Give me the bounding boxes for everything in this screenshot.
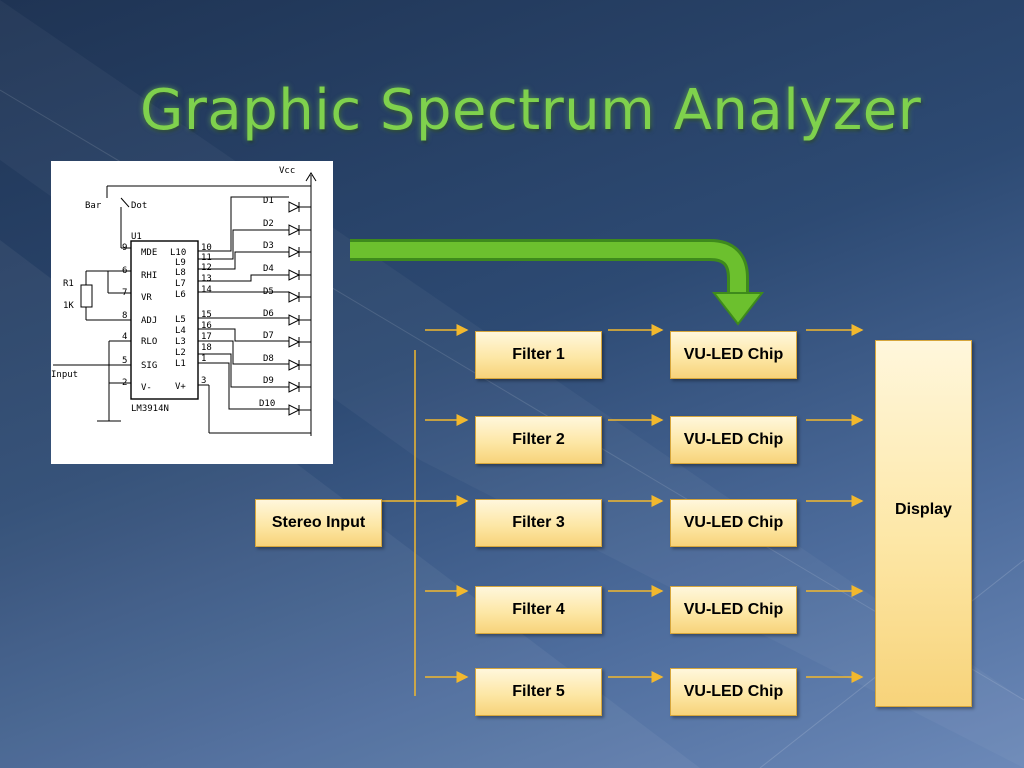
filter-box: Filter 4 [475, 586, 602, 634]
pin-name: L8 [175, 268, 186, 278]
diode-label: D2 [263, 219, 274, 229]
pin-num: 9 [122, 243, 127, 253]
diode-label: D9 [263, 376, 274, 386]
pin-name: L3 [175, 337, 186, 347]
pin-name: L1 [175, 359, 186, 369]
slide-title: Graphic Spectrum Analyzer [140, 78, 922, 143]
pin-num: 8 [122, 311, 127, 321]
pin-name: V+ [175, 382, 186, 392]
pin-name: VR [141, 293, 152, 303]
green-pointer-arrow [350, 239, 765, 326]
diode-label: D1 [263, 196, 274, 206]
pin-num: 5 [122, 356, 127, 366]
filter-box: Filter 3 [475, 499, 602, 547]
filter-box: Filter 5 [475, 668, 602, 716]
pin-name: ADJ [141, 316, 157, 326]
pin-num: 11 [201, 253, 212, 263]
pin-num: 10 [201, 243, 212, 253]
diode-label: D10 [259, 399, 275, 409]
pin-num: 16 [201, 321, 212, 331]
vu-led-chip-box: VU-LED Chip [670, 499, 797, 547]
pin-name: L6 [175, 290, 186, 300]
pin-num: 1 [201, 354, 206, 364]
pin-num: 7 [122, 288, 127, 298]
pin-num: 15 [201, 310, 212, 320]
pin-name: L9 [175, 258, 186, 268]
stereo-input-box: Stereo Input [255, 499, 382, 547]
pin-num: 14 [201, 285, 212, 295]
diode-label: D7 [263, 331, 274, 341]
vu-led-chip-box: VU-LED Chip [670, 668, 797, 716]
pin-num: 18 [201, 343, 212, 353]
pin-name: L2 [175, 348, 186, 358]
display-box: Display [875, 340, 972, 707]
diode-label: D4 [263, 264, 274, 274]
lm3914-schematic: Vcc Bar Dot U1 R1 1K Input LM3914N 9 MDE… [51, 161, 333, 464]
pin-num: 6 [122, 266, 127, 276]
u1-label: U1 [131, 232, 142, 242]
diode-label: D8 [263, 354, 274, 364]
pin-name: V- [141, 383, 152, 393]
pin-name: MDE [141, 248, 157, 258]
pin-name: L10 [170, 248, 186, 258]
pin-num: 12 [201, 263, 212, 273]
vcc-label: Vcc [279, 166, 295, 176]
pin-num: 3 [201, 376, 206, 386]
vu-led-chip-box: VU-LED Chip [670, 416, 797, 464]
filter-box: Filter 2 [475, 416, 602, 464]
dot-label: Dot [131, 201, 147, 211]
chip-label: LM3914N [131, 404, 169, 414]
pin-name: L5 [175, 315, 186, 325]
pin-num: 17 [201, 332, 212, 342]
diode-label: D6 [263, 309, 274, 319]
pin-name: L7 [175, 279, 186, 289]
pin-name: SIG [141, 361, 157, 371]
bar-label: Bar [85, 201, 102, 211]
vu-led-chip-box: VU-LED Chip [670, 586, 797, 634]
pin-name: RLO [141, 337, 157, 347]
pin-name: RHI [141, 271, 157, 281]
r1-label: R1 [63, 279, 74, 289]
pin-num: 13 [201, 274, 212, 284]
vu-led-chip-box: VU-LED Chip [670, 331, 797, 379]
pin-name: L4 [175, 326, 186, 336]
filter-box: Filter 1 [475, 331, 602, 379]
pin-num: 4 [122, 332, 127, 342]
pin-num: 2 [122, 378, 127, 388]
input-label: Input [51, 370, 78, 380]
diode-label: D3 [263, 241, 274, 251]
r1-value-label: 1K [63, 301, 74, 311]
diode-label: D5 [263, 287, 274, 297]
